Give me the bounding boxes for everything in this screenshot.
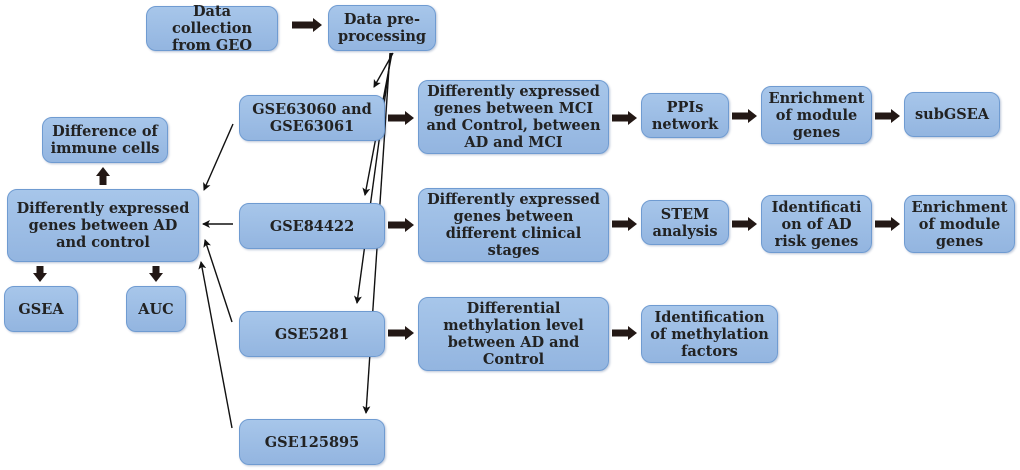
node-data-collection: Data collection from GEO (146, 3, 278, 54)
arrow-preprocessing-to-gse63060 (373, 52, 394, 88)
arrow-deg-stages-to-stem (612, 217, 637, 231)
node-ad-risk-genes: Identificati on of AD risk genes (761, 195, 872, 253)
node-data-preprocessing: Data pre- processing (328, 5, 436, 51)
arrow-preprocessing-to-gse5281 (353, 52, 392, 304)
arrow-gse5281-to-diff-methyl (388, 326, 414, 340)
node-deg-mci-control: Differently expressed genes between MCI … (418, 80, 609, 154)
node-gse5281: GSE5281 (239, 311, 385, 357)
node-enrichment-module-genes-1: Enrichment of module genes (761, 86, 872, 144)
arrow-risk-genes-to-enrich2 (875, 217, 900, 231)
arrow-diff-methyl-to-methyl-factors (612, 326, 637, 340)
node-gsea: GSEA (4, 286, 78, 332)
node-gse63060-gse63061: GSE63060 and GSE63061 (239, 95, 385, 141)
node-gse84422: GSE84422 (239, 203, 385, 249)
node-stem-analysis: STEM analysis (641, 200, 729, 245)
arrow-deg-ad-to-auc (149, 266, 163, 282)
node-methylation-factors: Identification of methylation factors (641, 305, 778, 363)
node-deg-ad-control: Differently expressed genes between AD a… (7, 189, 199, 262)
arrow-data-collection-to-preprocessing (292, 18, 322, 32)
arrow-gse125895-to-deg-ad (198, 261, 233, 429)
arrow-deg-ad-to-immune (96, 167, 110, 185)
arrow-gse63060-to-deg-mci (388, 111, 414, 125)
node-differential-methylation: Differential methylation level between A… (418, 297, 609, 371)
arrow-gse63060-to-deg-ad (203, 123, 234, 191)
arrow-deg-mci-to-ppi (612, 111, 637, 125)
arrow-enrich1-to-subgsea (875, 109, 900, 123)
arrow-deg-ad-to-gsea (33, 266, 47, 282)
arrow-gse84422-to-deg-stages (388, 218, 414, 232)
node-enrichment-module-genes-2: Enrichment of module genes (904, 195, 1015, 253)
node-auc: AUC (126, 286, 186, 332)
arrow-gse5281-to-deg-ad (203, 239, 233, 323)
arrow-stem-to-risk-genes (732, 217, 757, 231)
node-gse125895: GSE125895 (239, 419, 385, 465)
arrow-ppi-to-enrich1 (732, 109, 757, 123)
node-subgsea: subGSEA (904, 92, 1000, 137)
node-deg-clinical-stages: Differently expressed genes between diff… (418, 188, 609, 262)
node-immune-cells: Difference of immune cells (42, 117, 168, 163)
node-ppi-network: PPIs network (641, 93, 729, 138)
